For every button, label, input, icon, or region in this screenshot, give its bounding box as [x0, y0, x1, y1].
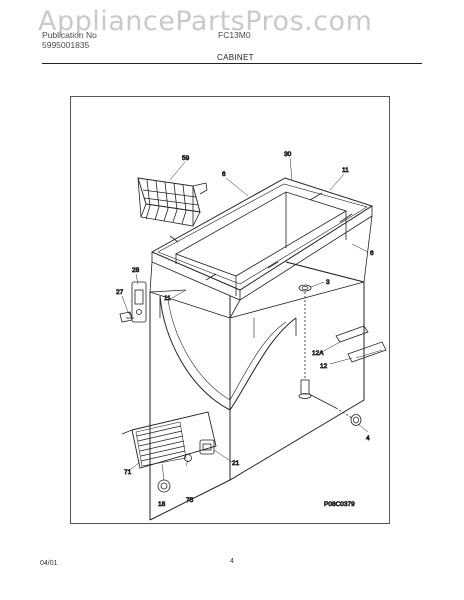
- hinge-bracket: [119, 281, 147, 323]
- callout-18: 18: [158, 501, 166, 508]
- diagram-frame: [70, 96, 390, 524]
- callout-11-top: 11: [342, 167, 349, 174]
- callout-6-top: 6: [222, 171, 226, 178]
- publication-number: Publication No 5995001835: [42, 30, 97, 50]
- figure-code: P08C0379: [324, 501, 355, 508]
- footer-date: 04/01: [40, 560, 58, 567]
- wire-basket: [137, 177, 208, 227]
- callout-27: 27: [116, 289, 124, 296]
- callout-6-side: 6: [370, 250, 374, 257]
- leader-lines: [121, 157, 369, 481]
- callout-59: 59: [182, 155, 190, 162]
- callout-21: 21: [232, 460, 240, 467]
- model-number: FC13M0: [218, 30, 251, 40]
- footer-page-number: 4: [230, 558, 234, 565]
- callout-12a: 12A: [312, 350, 324, 357]
- cabinet-body: [149, 215, 373, 521]
- drain-plug: [298, 284, 312, 292]
- callout-11-bottom: 11: [164, 295, 171, 302]
- callout-3: 3: [326, 279, 330, 286]
- callout-4: 4: [366, 435, 370, 442]
- callout-30: 30: [284, 151, 292, 158]
- drain-tubes: [335, 325, 387, 363]
- publication-value: 5995001835: [42, 40, 90, 50]
- callout-28: 28: [132, 267, 140, 274]
- callout-12: 12: [320, 363, 328, 370]
- watermark-logo: AppliancePartsPros.com: [38, 6, 373, 37]
- top-frame-assembly: [150, 177, 374, 301]
- header-divider: [42, 63, 422, 64]
- callout-71: 71: [124, 469, 132, 476]
- front-grille: [121, 410, 217, 493]
- drain-fitting: [298, 292, 362, 426]
- callout-75: 75: [186, 497, 194, 504]
- section-title: CABINET: [217, 53, 254, 62]
- publication-label: Publication No: [42, 30, 97, 40]
